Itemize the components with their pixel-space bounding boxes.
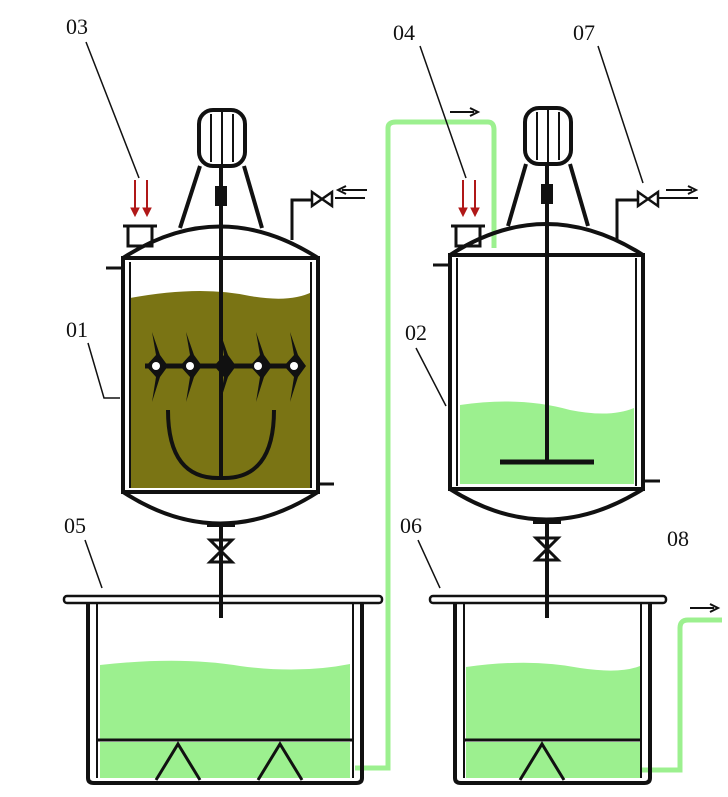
- outlet-pipe: [640, 617, 722, 773]
- valve-icon: [310, 189, 334, 209]
- label-05: 05: [64, 513, 86, 538]
- motor-icon: [523, 106, 573, 166]
- basin-06-liquid: [466, 662, 640, 740]
- transfer-pipe-a-to-b: [355, 119, 497, 771]
- motor-icon: [197, 108, 247, 168]
- label-04: 04: [393, 20, 415, 45]
- label-01: 01: [66, 317, 88, 342]
- valve-icon: [532, 536, 562, 562]
- label-07: 07: [573, 20, 595, 45]
- flow-arrow-icon: [335, 107, 721, 613]
- feed-arrow-icon: [130, 180, 480, 218]
- basin-06: [428, 594, 668, 785]
- label-06: 06: [400, 513, 422, 538]
- label-03: 03: [66, 14, 88, 39]
- reactor-tank-01: [106, 108, 365, 618]
- label-08: 08: [667, 526, 689, 551]
- label-02: 02: [405, 320, 427, 345]
- valve-icon: [206, 538, 236, 564]
- impeller-icon: [146, 332, 306, 402]
- leader-lines: [84, 41, 644, 589]
- basin-05: [62, 594, 384, 785]
- valve-icon: [636, 189, 660, 209]
- settling-tank-02: [433, 106, 698, 618]
- basin-05-liquid: [100, 660, 350, 740]
